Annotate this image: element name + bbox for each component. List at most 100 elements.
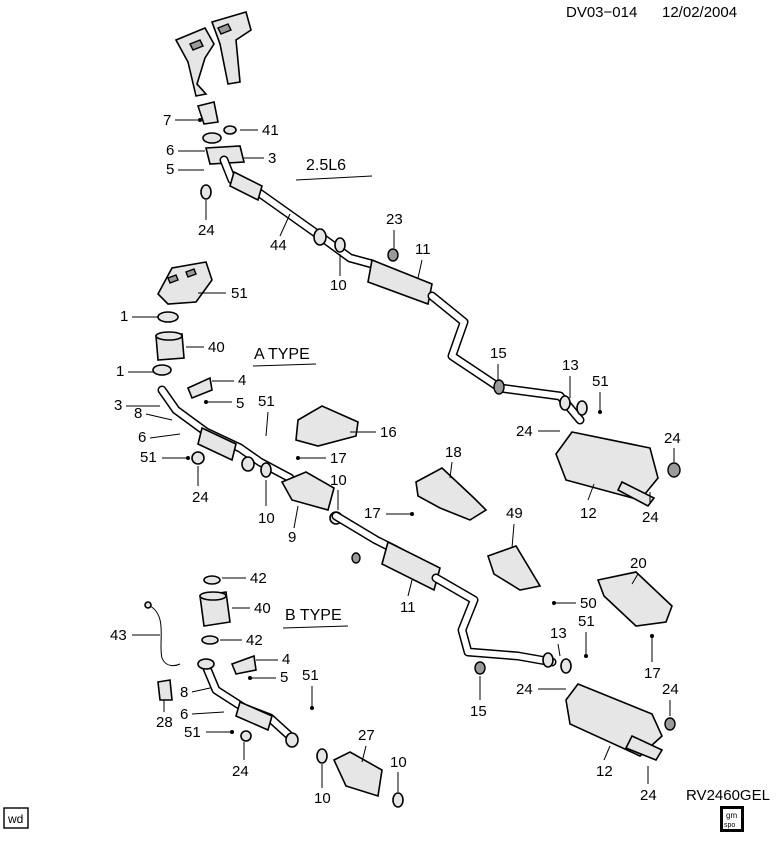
callout-51: 51 [231,285,248,302]
gasket-icon [240,730,404,808]
catalytic-converter-icon [199,591,231,627]
muffler-icon [565,683,664,761]
resonator-icon [367,258,433,306]
heat-shield-icon [230,654,257,675]
callout-23: 23 [386,211,403,228]
gasket-icon [474,652,676,731]
gasket-icon [200,184,399,262]
callout-17: 17 [330,450,347,467]
callout-10: 10 [330,472,347,489]
front-pipe [197,658,297,743]
intermediate-pipe [431,573,557,667]
callout-6: 6 [138,429,146,446]
callout-42: 42 [250,570,267,587]
callout-40: 40 [254,600,271,617]
callout-5: 5 [236,395,244,412]
section-underline [282,625,349,629]
callout-24: 24 [664,430,681,447]
callout-3: 3 [268,150,276,167]
gasket-icon [152,311,179,376]
callout-17: 17 [644,665,661,682]
callout-11: 11 [415,241,431,258]
section-2-5l6: 2.5L6 [295,157,373,181]
callout-10: 10 [330,277,347,294]
callout-43: 43 [110,627,127,644]
callouts: 7 41 6 3 5 24 44 23 11 10 51 1 40 1 4 3 … [110,112,681,807]
callout-11: 11 [400,599,416,616]
doc-date: 12/02/2004 [662,4,737,21]
wd-badge-label: wd [7,812,23,826]
footer: wd RV2460GEL gm spo [3,787,770,832]
callout-6: 6 [166,142,174,159]
callout-8: 8 [180,684,188,701]
header: DV03−014 12/02/2004 [566,4,737,21]
section-label-engine: 2.5L6 [306,157,346,174]
callout-17: 17 [364,505,381,522]
callout-15: 15 [470,703,487,720]
section-a-type: A TYPE [252,346,317,367]
oxygen-sensor-icon [144,601,181,667]
callout-28: 28 [156,714,173,731]
gm-logo-bottom: spo [724,822,735,829]
exhaust-manifold-icon [196,101,246,165]
callout-9: 9 [288,529,296,546]
wd-badge [3,807,29,829]
hanger-icon [157,679,173,701]
callout-51: 51 [302,667,319,684]
callout-16: 16 [380,424,397,441]
callout-24: 24 [642,509,659,526]
callout-41: 41 [262,122,279,139]
callout-51: 51 [578,613,595,630]
section-underline [252,363,317,367]
callout-13: 13 [550,625,567,642]
section-underline [295,175,373,181]
catalytic-converter-icon [280,471,335,511]
callout-5: 5 [280,669,288,686]
assembly-a-type [152,261,676,761]
gasket-icon [493,379,681,478]
callout-51: 51 [184,724,201,741]
callout-5: 5 [166,161,174,178]
callout-24: 24 [662,681,679,698]
doc-id: DV03−014 [566,4,637,21]
assembly-b-type [144,575,404,808]
callout-1: 1 [116,363,124,380]
catalytic-converter-icon [155,331,185,361]
gasket-icon [201,575,221,645]
gm-spo-logo-icon: gm spo [720,806,744,832]
callout-12: 12 [580,505,597,522]
callout-10: 10 [390,754,407,771]
callout-12: 12 [596,763,613,780]
callout-24: 24 [232,763,249,780]
callout-18: 18 [445,444,462,461]
callout-7: 7 [163,112,171,129]
heat-shield-icon [186,376,213,400]
callout-51: 51 [140,449,157,466]
callout-40: 40 [208,339,225,356]
callout-50: 50 [580,595,597,612]
catalytic-converter-icon [332,751,383,798]
callout-24: 24 [640,787,657,804]
callout-10: 10 [314,790,331,807]
muffler-icon [555,431,659,508]
callout-44: 44 [270,237,287,254]
assembly-2-5l6 [174,11,681,508]
callout-24: 24 [516,681,533,698]
gasket-icon [202,125,237,144]
callout-6: 6 [180,706,188,723]
callout-4: 4 [282,651,290,668]
callout-24: 24 [516,423,533,440]
callout-24: 24 [192,489,209,506]
callout-51: 51 [258,393,275,410]
callout-27: 27 [358,727,375,744]
callout-49: 49 [506,505,523,522]
callout-13: 13 [562,357,579,374]
callout-24: 24 [198,222,215,239]
callout-4: 4 [238,372,246,389]
front-pipe-44 [219,155,377,269]
exhaust-manifold-icon [157,261,213,305]
callout-15: 15 [490,345,507,362]
section-label-a-type: A TYPE [254,346,310,363]
section-b-type: B TYPE [282,607,349,629]
